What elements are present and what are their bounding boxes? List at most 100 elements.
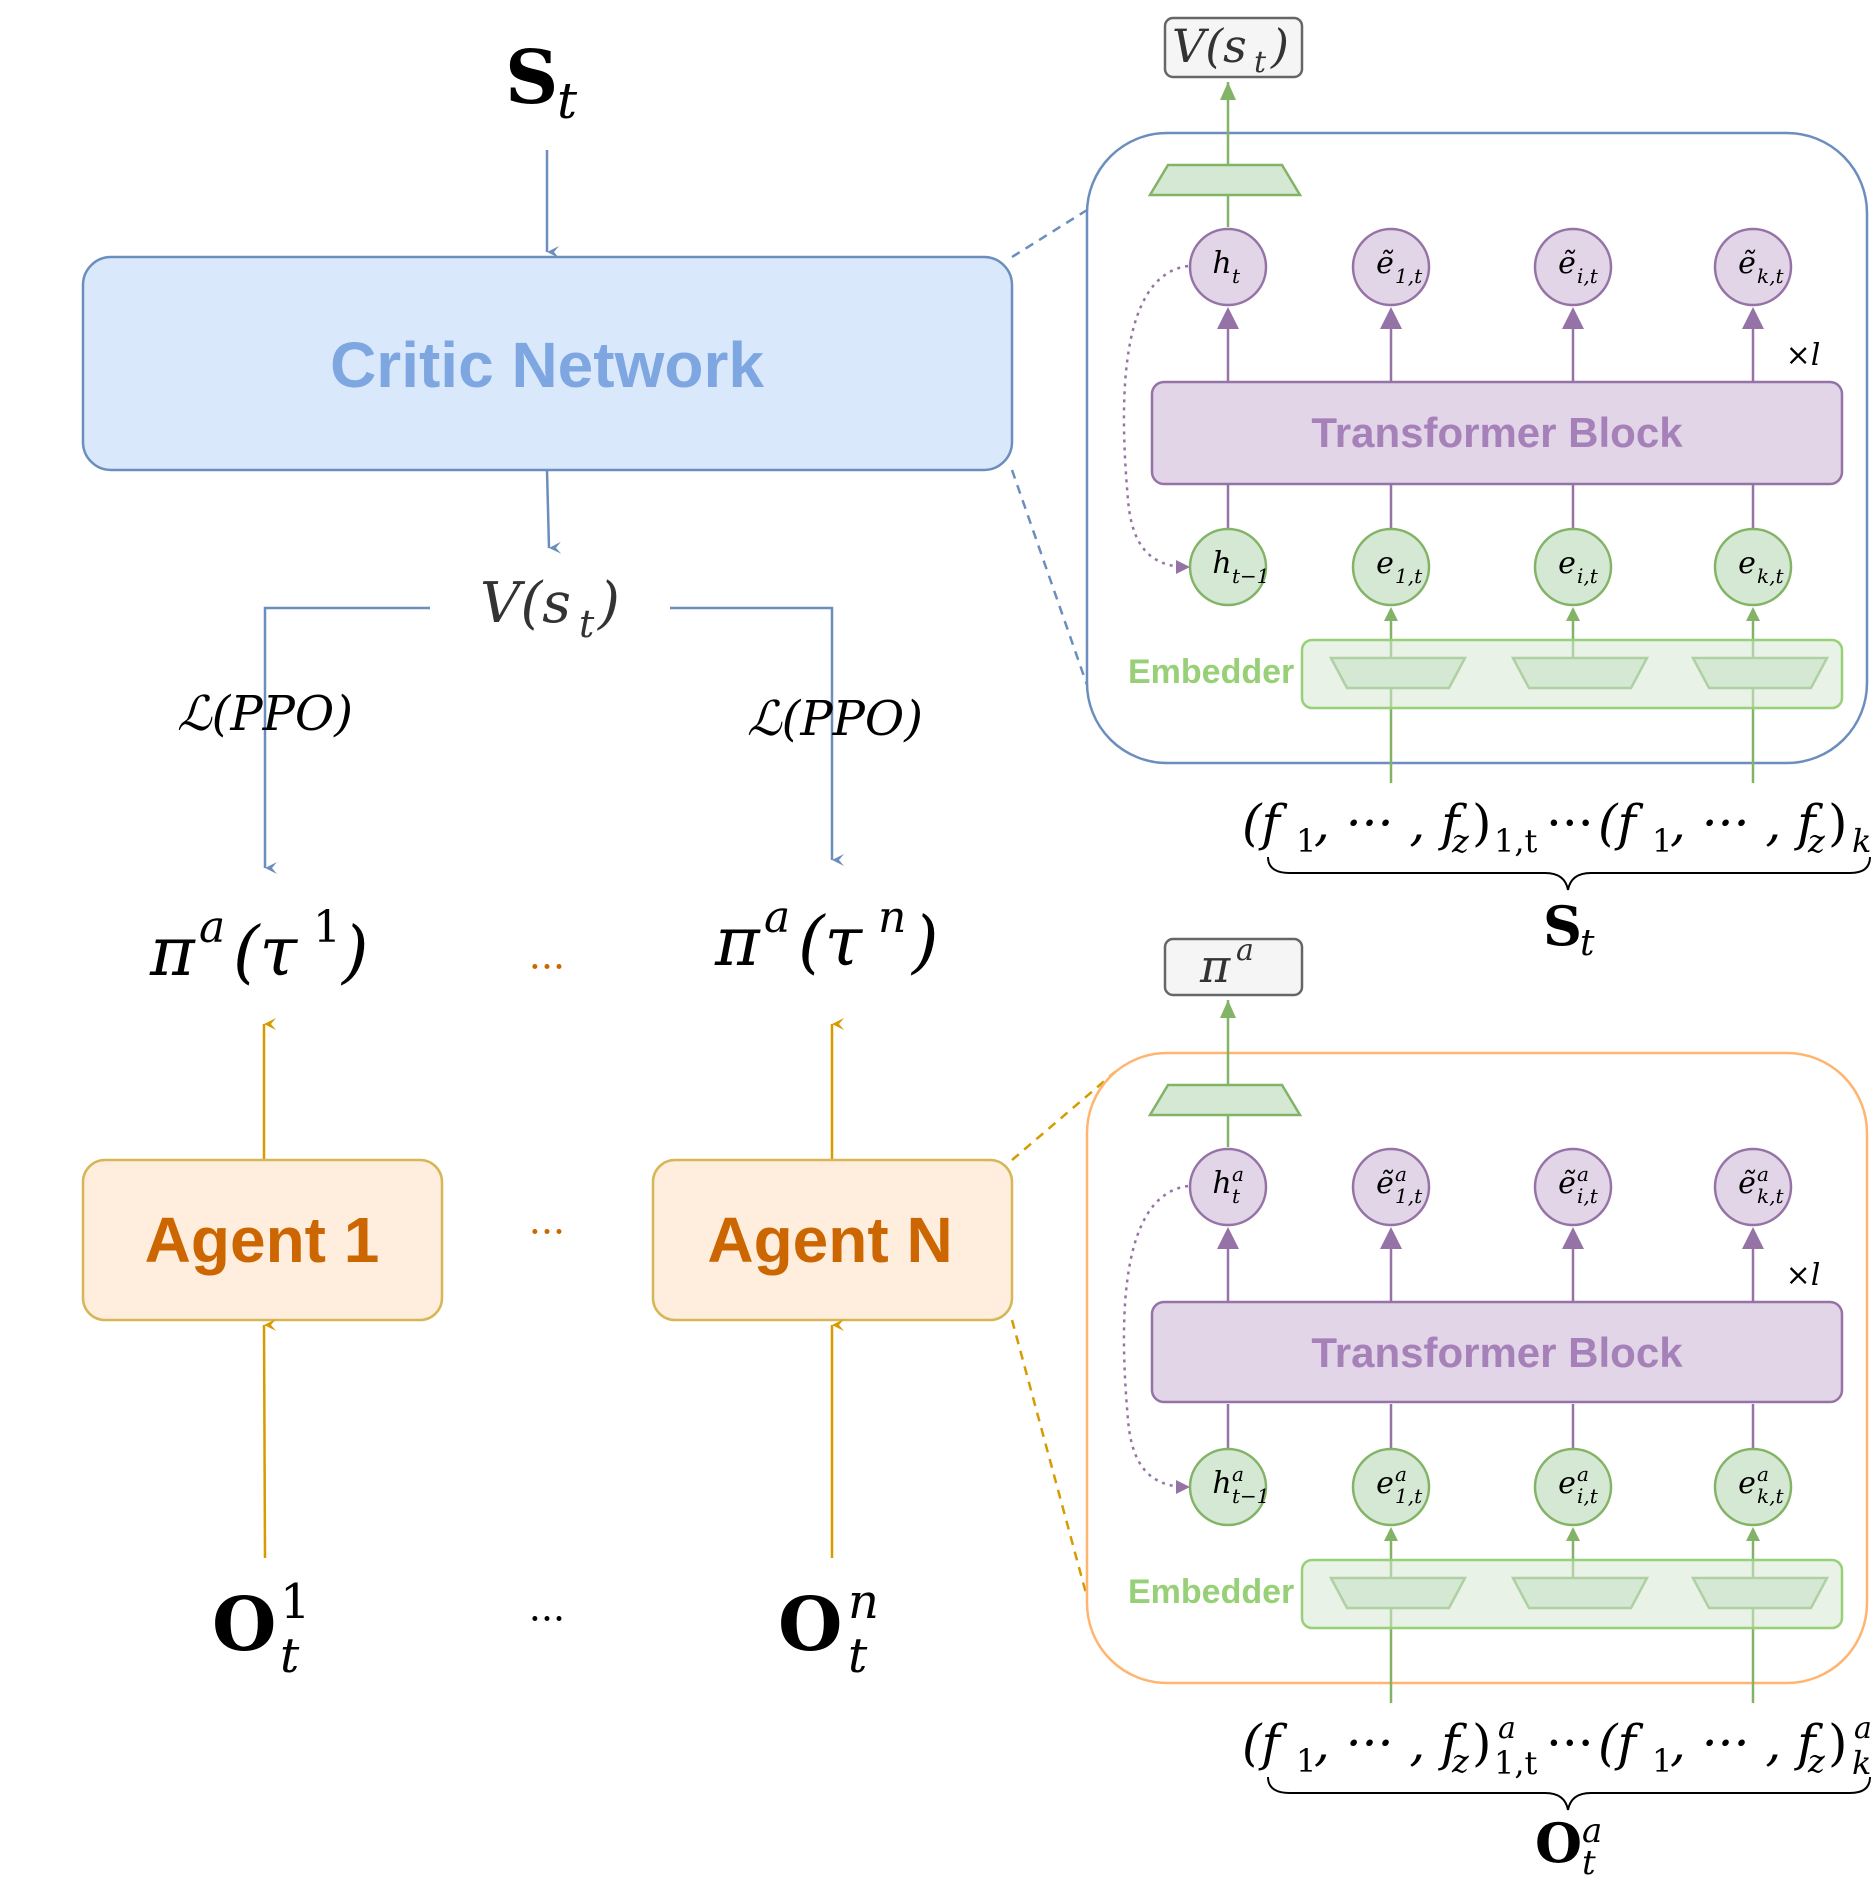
agent-1-label: Agent 1 <box>145 1204 380 1276</box>
svg-text:, ··· , f: , ··· , f <box>1314 1714 1467 1772</box>
value-branch-left <box>263 606 430 874</box>
agent-feature-label: (f 1 , ··· , f z ) a 1,t ··· (f 1 , ··· … <box>1242 1711 1872 1782</box>
agent-feature-brace <box>1267 1776 1871 1811</box>
node-superscript: a <box>1757 1462 1769 1486</box>
svg-text:V(s: V(s <box>1172 19 1247 73</box>
svg-text:1: 1 <box>1652 1742 1672 1780</box>
agent-N-label: Agent N <box>707 1204 952 1276</box>
embedding-node <box>1351 1447 1431 1527</box>
critic-feature-label: (f 1 , ··· , f z ) 1,t ··· (f 1 , ··· , … <box>1242 794 1871 860</box>
svg-text:a: a <box>1854 1711 1872 1746</box>
svg-text:(f: (f <box>1598 794 1644 852</box>
node-subscript: i,t <box>1577 564 1599 588</box>
node-superscript: a <box>1577 1462 1589 1486</box>
transformer-output-arrowhead <box>1380 307 1402 329</box>
transformer-output-node <box>1533 1147 1613 1227</box>
svg-text:π: π <box>1199 939 1231 993</box>
agent-recurrent-arrowhead <box>1176 1480 1190 1494</box>
node-subscript: k,t <box>1757 564 1784 588</box>
embedding-node <box>1713 527 1793 607</box>
transformer-output-arrowhead <box>1217 307 1239 329</box>
svg-text:t: t <box>1580 923 1595 964</box>
svg-text:, ··· , f: , ··· , f <box>1670 1714 1823 1772</box>
svg-text:1: 1 <box>1652 822 1672 860</box>
svg-text:): ) <box>1828 1714 1848 1772</box>
svg-text:t: t <box>557 72 578 130</box>
zoom-line-critic-top <box>1011 208 1088 259</box>
svg-text:(f: (f <box>1242 1714 1288 1772</box>
transformer-output-node <box>1713 227 1793 307</box>
svg-text:1: 1 <box>1296 1742 1316 1780</box>
agent-detail-panel <box>1085 1051 1869 1685</box>
node-symbol: e <box>1376 1466 1394 1501</box>
svg-text:a: a <box>1582 1811 1602 1851</box>
transformer-output-node <box>1351 1147 1431 1227</box>
node-symbol: ẽ <box>1738 1166 1756 1201</box>
transformer-output-arrowhead <box>1380 1227 1402 1249</box>
svg-text:S: S <box>1543 894 1582 958</box>
policy-dots: ··· <box>529 945 565 989</box>
svg-text:(f: (f <box>1242 794 1288 852</box>
node-symbol: h <box>1212 246 1231 281</box>
transformer-output-arrowhead <box>1217 1227 1239 1249</box>
node-superscript: a <box>1395 1462 1407 1486</box>
node-symbol: e <box>1558 546 1576 581</box>
critic-value-label: V(s t ) <box>480 571 620 646</box>
svg-text:n: n <box>848 1574 879 1630</box>
critic-state-label: S t <box>1543 894 1595 964</box>
critic-recurrent-link <box>1122 264 1189 569</box>
zoom-line-agent-top <box>1011 1071 1116 1161</box>
svg-text:O: O <box>1535 1811 1582 1875</box>
svg-text:t: t <box>280 1628 300 1684</box>
svg-text:1,t: 1,t <box>1494 1744 1538 1782</box>
agent-output-arrowhead <box>1220 1000 1236 1018</box>
agent-transformer-block <box>1150 1300 1844 1404</box>
svg-text:O: O <box>778 1582 842 1668</box>
svg-text:): ) <box>910 903 939 982</box>
agent-recurrent-link <box>1122 1184 1189 1489</box>
node-symbol: e <box>1558 1466 1576 1501</box>
node-symbol: ẽ <box>1558 1166 1576 1201</box>
agent-dots: ··· <box>529 1210 565 1254</box>
svg-text:): ) <box>1828 794 1848 852</box>
node-subscript: t−1 <box>1232 564 1270 588</box>
arrow-critic-to-value <box>545 469 562 554</box>
svg-text:(τ: (τ <box>233 913 299 992</box>
svg-text:t: t <box>1582 1843 1596 1879</box>
node-subscript: i,t <box>1577 264 1599 288</box>
embedder-output-arrowhead <box>1566 1527 1580 1541</box>
svg-text:1: 1 <box>1296 822 1316 860</box>
node-subscript: i,t <box>1577 1184 1599 1208</box>
embedder-output-arrowhead <box>1566 607 1580 621</box>
node-subscript: i,t <box>1577 1484 1599 1508</box>
svg-text:1: 1 <box>280 1574 311 1630</box>
svg-text:z: z <box>1807 1742 1826 1780</box>
agent-output-box <box>1163 937 1304 997</box>
critic-output-label: V(s t ) <box>1172 19 1289 80</box>
node-subscript: t <box>1232 264 1241 288</box>
node-superscript: a <box>1232 1462 1244 1486</box>
svg-text:, ··· , f: , ··· , f <box>1314 794 1467 852</box>
agent-repeat-label: ×l <box>1786 1258 1821 1293</box>
transformer-output-arrowhead <box>1562 307 1584 329</box>
critic-network-label: Critic Network <box>330 329 764 401</box>
transformer-output-arrowhead <box>1562 1227 1584 1249</box>
agent-observation-label: O a t <box>1535 1811 1602 1883</box>
node-superscript: a <box>1577 1162 1589 1186</box>
svg-text:a: a <box>199 902 225 953</box>
svg-text:π: π <box>149 913 196 992</box>
node-symbol: e <box>1738 546 1756 581</box>
critic-recurrent-arrowhead <box>1176 560 1190 574</box>
node-symbol: ẽ <box>1558 246 1576 281</box>
node-subscript: t <box>1232 1184 1241 1208</box>
embedding-node <box>1713 1447 1793 1527</box>
transformer-output-arrowhead <box>1742 307 1764 329</box>
svg-text:): ) <box>1270 19 1289 73</box>
svg-text:t: t <box>848 1628 868 1684</box>
critic-output-arrowhead <box>1220 82 1236 100</box>
node-subscript: 1,t <box>1395 1484 1423 1508</box>
critic-output-box <box>1163 16 1304 79</box>
svg-text:O: O <box>212 1582 276 1668</box>
